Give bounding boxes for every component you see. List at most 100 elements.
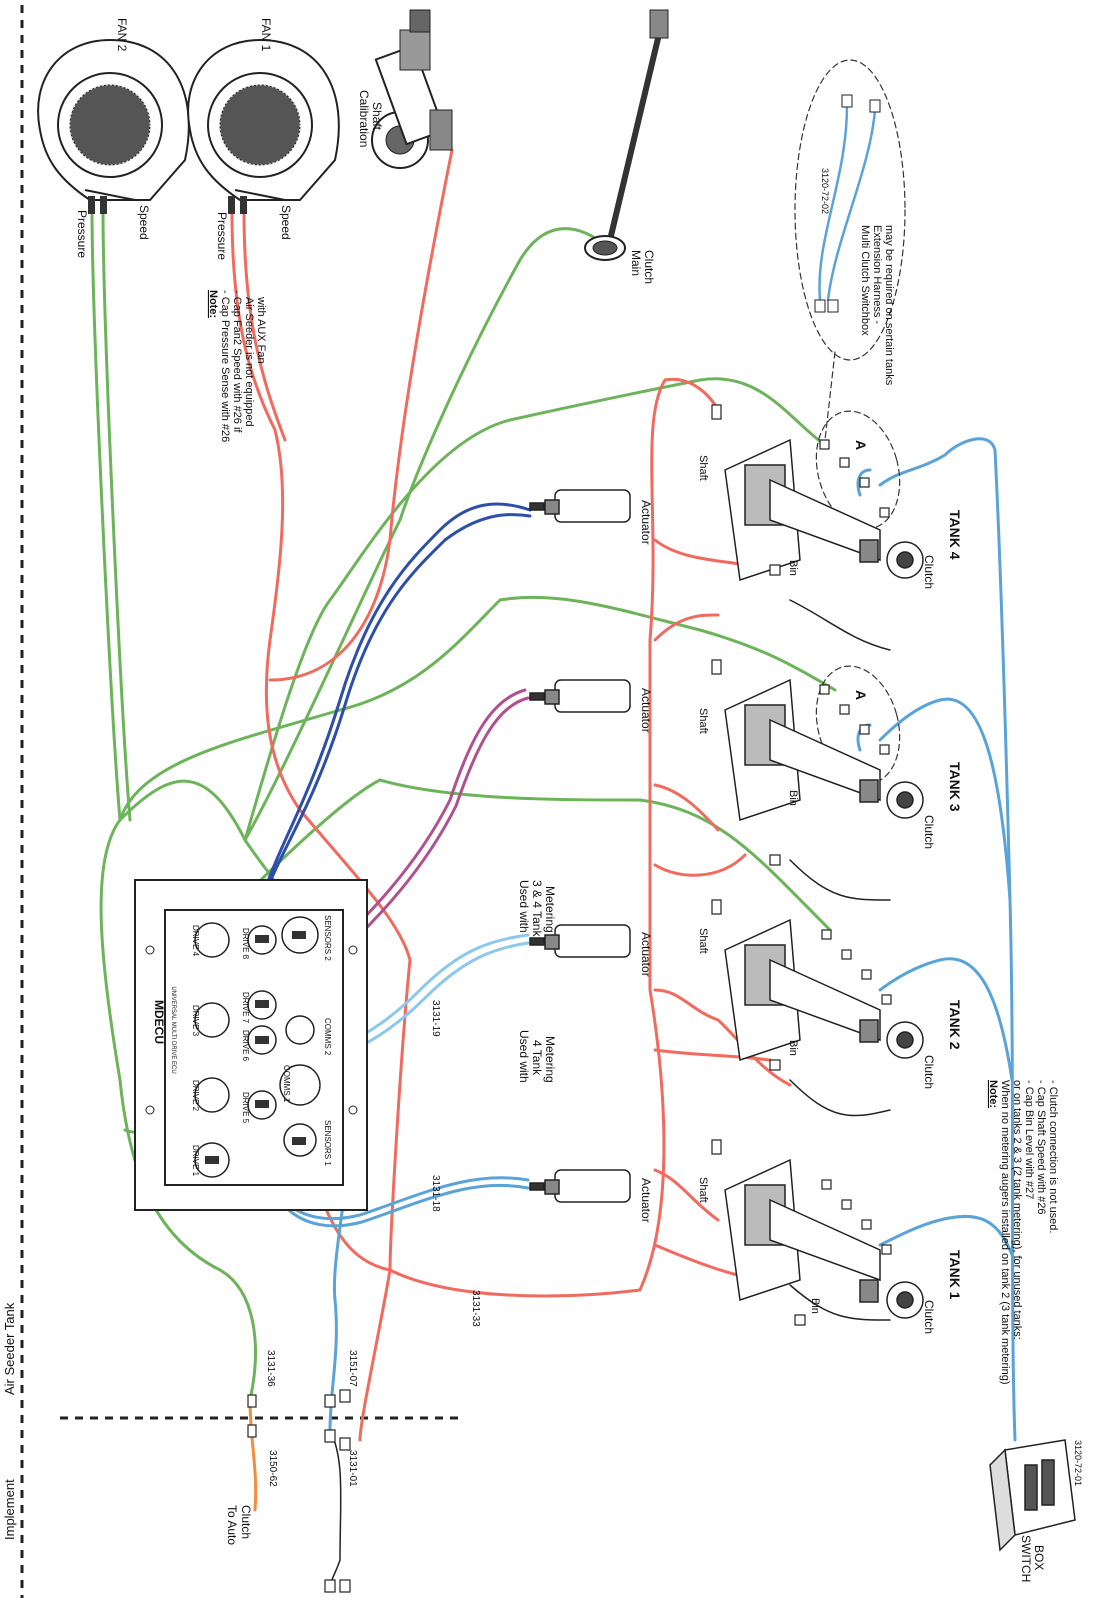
drive3-port	[194, 1002, 230, 1038]
main-clutch-label-1: Main	[629, 250, 643, 276]
shaft-label-tank1: Shaft	[697, 1177, 709, 1203]
clutch-label-tank3: Clutch	[922, 815, 936, 849]
calibration-shaft	[371, 9, 453, 169]
drive4-port	[194, 922, 230, 958]
harness-3131-36-label: 3131-36	[265, 1350, 276, 1387]
navy-drive8-harness-2	[256, 513, 532, 932]
actuator-tank4	[529, 489, 631, 523]
auto-clutch-label-2: Clutch	[239, 1505, 253, 1539]
fan2-speed-label: Speed	[137, 205, 151, 240]
switchbox-note-1: Multi Clutch Switchbox	[859, 225, 871, 336]
clutch-label-tank1: Clutch	[922, 1300, 936, 1334]
switchbox-harness-note: Multi Clutch Switchbox Extension Harness…	[859, 225, 895, 386]
metering-tank3	[724, 678, 924, 821]
callout-a-tank4: A	[853, 440, 869, 450]
mdecu-subtitle: UNIVERSAL MULTI DRIVE ECU	[170, 986, 176, 1073]
fan2-label: FAN 2	[115, 18, 129, 52]
metering-tank4	[724, 438, 924, 581]
shaft-label-tank3: Shaft	[697, 708, 709, 734]
fan1-speed-label: Speed	[279, 205, 293, 240]
harness-3151-07-label: 3151-07	[347, 1350, 358, 1387]
implement-connectors	[247, 1389, 351, 1593]
black-harness	[329, 599, 891, 1591]
red-power-harness	[230, 148, 792, 1442]
drive3-label: DRIVE 3	[191, 1005, 200, 1037]
bottom-note-line1: When no metering augers installed on tan…	[999, 1080, 1011, 1385]
tank-connector-boxes	[711, 404, 892, 1255]
fan-1	[187, 38, 340, 201]
used-with-34-note: Used with 3 & 4 Tank Metering	[517, 880, 557, 937]
switch-box-label-1: SWITCH	[1019, 1535, 1033, 1582]
switch-box	[989, 1439, 1076, 1552]
used-34-line3: Metering	[543, 886, 557, 933]
bottom-note-line4: - Cap Shaft Speed with #26	[1035, 1080, 1047, 1215]
sensors1-label: SENSORS 1	[323, 1120, 332, 1166]
comms2-port	[285, 1015, 315, 1045]
actuator-label-tank3: Actuator	[639, 688, 653, 733]
used-34-line1: Used with	[517, 880, 531, 933]
fan2-pressure-label: Pressure	[75, 210, 89, 258]
bin-label-tank1: Bin	[809, 1298, 821, 1314]
drive2-label: DRIVE 2	[191, 1080, 200, 1112]
fan-note: Note: - Cap Pressure Sense with #26 - Ca…	[207, 290, 267, 442]
used-4-line3: Metering	[543, 1036, 557, 1083]
tank2-label: TANK 2	[947, 1000, 963, 1050]
switchbox-note-3: may be required on sertain tanks	[883, 225, 895, 386]
bottom-note: Note: When no metering augers installed …	[987, 1080, 1059, 1385]
tank1-label: TANK 1	[947, 1250, 963, 1300]
extension-harness-cables	[818, 103, 877, 302]
fan-note-line1: - Cap Pressure Sense with #26	[219, 290, 231, 442]
drive5-label: DRIVE 5	[241, 1092, 250, 1124]
drive7-label: DRIVE 7	[241, 992, 250, 1024]
fan-note-line4: with AUX Fan	[255, 296, 267, 364]
comms2-label: COMMS 2	[323, 1018, 332, 1056]
main-clutch	[584, 9, 669, 261]
green-sensor-harness	[90, 208, 837, 1402]
drive6-label: DRIVE 6	[241, 1030, 250, 1062]
navy-drive8-harness	[256, 502, 532, 932]
tank4-label: TANK 4	[947, 510, 963, 560]
dashed-callouts	[794, 59, 906, 785]
fan-note-title: Note:	[207, 290, 219, 318]
implement-label: Implement	[2, 1479, 17, 1540]
calibration-label-2: Shaft	[370, 102, 384, 131]
shaft-label-tank4: Shaft	[697, 455, 709, 481]
actuator-tank2	[529, 924, 631, 958]
metering-tank2	[724, 918, 924, 1061]
mdecu-unit	[134, 879, 368, 1211]
clutch-label-tank2: Clutch	[922, 1055, 936, 1089]
used-34-line2: 3 & 4 Tank	[530, 880, 544, 937]
tank4-callout-a	[815, 410, 901, 530]
fan1-pressure-label: Pressure	[215, 212, 229, 260]
fan-2	[37, 38, 190, 201]
bottom-note-line3: - Cap Bin Level with #27	[1023, 1080, 1035, 1199]
harness-3131-01-label: 3131-01	[347, 1450, 358, 1487]
air-seeder-tank-label: Air Seeder Tank	[2, 1302, 17, 1395]
actuator-label-tank1: Actuator	[639, 1178, 653, 1223]
switchbox-note-2: Extension Harness -	[871, 225, 883, 324]
drive4-label: DRIVE 4	[191, 925, 200, 957]
main-clutch-label-2: Clutch	[642, 250, 656, 284]
clutch-label-tank4: Clutch	[922, 555, 936, 589]
used-4-line1: Used with	[517, 1030, 531, 1083]
comms1-port	[279, 1064, 321, 1106]
bin-label-tank4: Bin	[787, 560, 799, 576]
switchbox-harness-callout	[794, 59, 906, 361]
metering-tank1	[724, 1158, 924, 1319]
shaft-label-tank2: Shaft	[697, 928, 709, 954]
switch-box-label-2: BOX	[1032, 1545, 1046, 1570]
harness-3131-19-label: 3131-19	[430, 1000, 441, 1037]
bottom-note-line5: - Clutch connection is not used.	[1047, 1080, 1059, 1233]
drive8-label: DRIVE 8	[241, 928, 250, 960]
comms1-label: COMMS 1	[282, 1065, 291, 1103]
extension-harness-connectors	[814, 94, 881, 313]
mdecu-title: MDECU	[152, 1000, 166, 1044]
used-with-4-note: Used with 4 Tank Metering	[517, 1030, 557, 1083]
tank3-label: TANK 3	[947, 762, 963, 812]
calibration-label-1: Calibration	[357, 90, 371, 147]
harness-3131-18-label: 3131-18	[430, 1175, 441, 1212]
actuator-label-tank4: Actuator	[639, 500, 653, 545]
bin-label-tank3: Bin	[787, 790, 799, 806]
harness-3120-72-01-label: 3120-72-01	[1073, 1440, 1083, 1486]
